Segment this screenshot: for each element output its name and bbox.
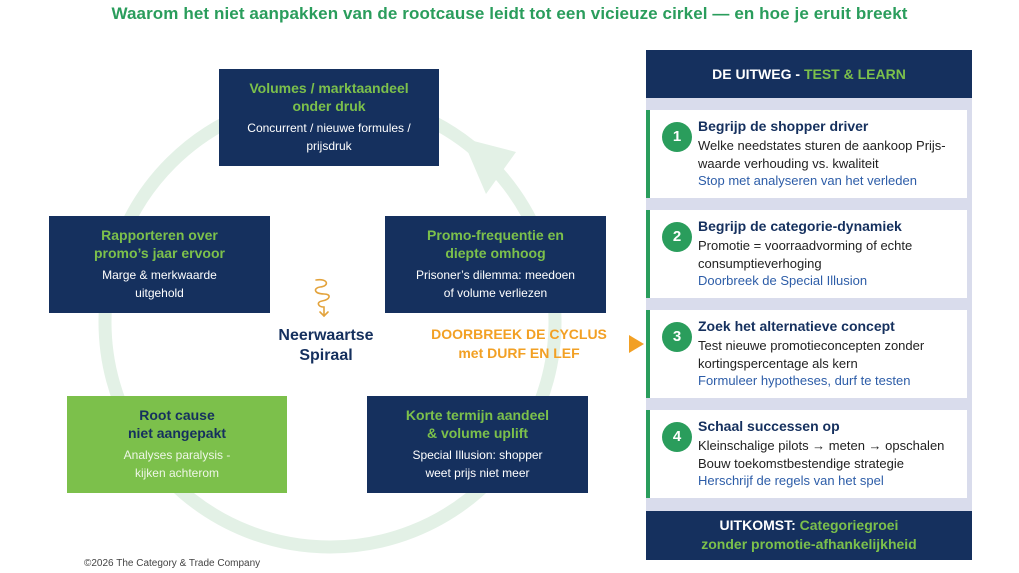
box-sub-2: prijsdruk [306, 139, 352, 153]
box-heading-1: Promo-frequentie en [427, 227, 564, 243]
box-sub-1: Marge & merkwaarde [102, 268, 217, 282]
box-sub-1: Prisoner’s dilemma: meedoen [416, 268, 575, 282]
box-heading-2: diepte omhoog [445, 245, 546, 261]
panel-header-accent: TEST & LEARN [803, 66, 906, 82]
step-number-badge: 2 [662, 222, 692, 252]
box-sub-2: kijken achterom [134, 466, 220, 480]
page-title: Waarom het niet aanpakken van de rootcau… [111, 4, 908, 23]
box-heading-2: & volume uplift [426, 425, 529, 441]
arrow-right-icon [629, 335, 644, 353]
step-card-1: 1 Begrijp de shopper driver Welke needst… [646, 110, 967, 198]
cycle-arrowhead-icon [462, 138, 516, 194]
box-heading-1: Volumes / marktaandeel [249, 80, 409, 96]
cycle-box-korte-termijn: Korte termijn aandeel & volume uplift Sp… [367, 396, 588, 493]
step-number-badge: 4 [662, 422, 692, 452]
box-heading-1: Korte termijn aandeel [405, 407, 550, 423]
outcome-banner: UITKOMST: Categoriegroei zonder promotie… [646, 511, 972, 560]
step-takeaway: Doorbreek de Special Illusion [698, 273, 868, 288]
box-sub-2: uitgehold [135, 286, 184, 300]
cycle-box-rapporteren: Rapporteren over promo’s jaar ervoor Mar… [49, 216, 270, 313]
step-takeaway: Formuleer hypotheses, durf te testen [698, 373, 911, 388]
step-takeaway: Herschrijf de regels van het spel [698, 473, 884, 488]
step-title: Begrijp de categorie-dynamiek [698, 218, 902, 234]
box-heading-2: promo’s jaar ervoor [94, 245, 225, 261]
center-label-line-2: Spiraal [299, 347, 353, 364]
step-number-badge: 1 [662, 122, 692, 152]
step-card-2: 2 Begrijp de categorie-dynamiek Promotie… [646, 210, 967, 298]
step-description: Kleinschalige pilots → meten → opschalen… [698, 438, 945, 471]
outcome-line-1: UITKOMST: Categoriegroei [646, 516, 972, 535]
step-card-3: 3 Zoek het alternatieve concept Test nie… [646, 310, 967, 398]
box-heading-1: Root cause [139, 407, 215, 423]
panel-header: DE UITWEG - TEST & LEARN [646, 50, 972, 98]
step-description: Promotie = voorraadvorming of echte cons… [698, 238, 913, 271]
box-sub-1: Concurrent / nieuwe formules / [247, 121, 411, 135]
step-title: Zoek het alternatieve concept [698, 318, 895, 334]
box-heading-2: onder druk [292, 98, 366, 114]
step-title: Schaal successen op [698, 418, 840, 434]
step-takeaway: Stop met analyseren van het verleden [698, 173, 917, 188]
cycle-box-volumes: Volumes / marktaandeel onder druk Concur… [219, 69, 439, 166]
step-title: Begrijp de shopper driver [698, 118, 869, 134]
box-sub-1: Analyses paralysis - [123, 448, 231, 462]
cycle-box-root-cause: Root cause niet aangepakt Analyses paral… [67, 396, 287, 493]
box-sub-1: Special Illusion: shopper [412, 448, 543, 462]
copyright-footer: ©2026 The Category & Trade Company [84, 558, 261, 569]
box-heading-1: Rapporteren over [101, 227, 218, 243]
step-description: Welke needstates sturen de aankoop Prijs… [698, 138, 946, 171]
spiral-icon [314, 278, 330, 318]
step-card-4: 4 Schaal successen op Kleinschalige pilo… [646, 410, 967, 498]
step-description: Test nieuwe promotieconcepten zonder kor… [698, 338, 925, 371]
breakout-callout: DOORBREEK DE CYCLUS met DURF EN LEF [412, 325, 626, 363]
outcome-value-2: zonder promotie-afhankelijkheid [701, 536, 917, 552]
outcome-label: UITKOMST: [719, 517, 800, 533]
box-sub-2: weet prijs niet meer [425, 466, 530, 480]
breakout-line-2: met DURF EN LEF [458, 345, 580, 361]
box-heading-2: niet aangepakt [127, 425, 227, 441]
breakout-line-1: DOORBREEK DE CYCLUS [431, 326, 607, 342]
panel-header-main: DE UITWEG - [712, 66, 804, 82]
outcome-value-1: Categoriegroei [799, 517, 899, 533]
cycle-box-promo-frequentie: Promo-frequentie en diepte omhoog Prison… [385, 216, 606, 313]
step-number-badge: 3 [662, 322, 692, 352]
box-sub-2: of volume verliezen [443, 286, 548, 300]
center-label-line-1: Neerwaartse [278, 327, 374, 344]
downward-spiral-label: Neerwaartse Spiraal [262, 326, 390, 366]
